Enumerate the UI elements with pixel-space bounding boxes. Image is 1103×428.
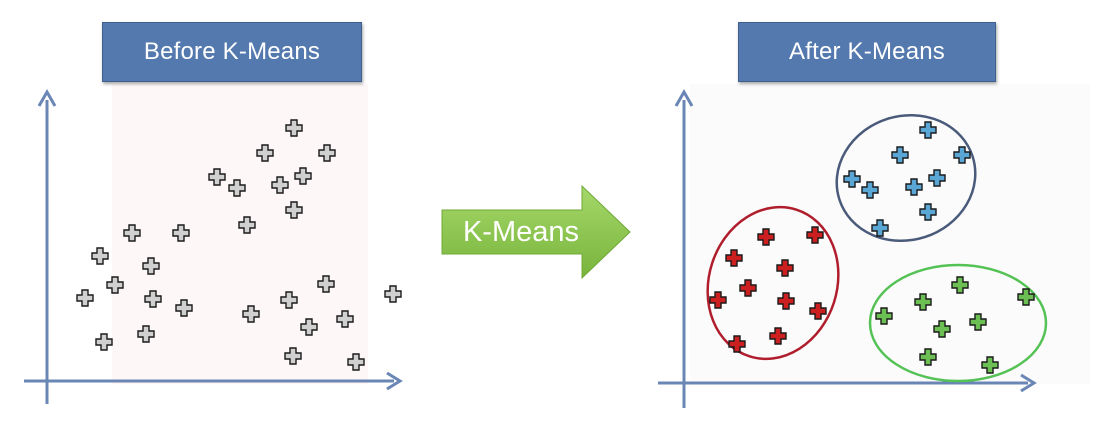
arrow-up-icon bbox=[37, 88, 57, 107]
plus-icon bbox=[144, 290, 162, 308]
arrow-up-icon bbox=[674, 88, 694, 107]
plus-icon bbox=[175, 299, 193, 317]
plus-icon bbox=[285, 119, 303, 137]
after-plot-background bbox=[690, 84, 1090, 384]
plus-icon bbox=[318, 144, 336, 162]
after-title: After K-Means bbox=[738, 22, 996, 82]
plus-icon bbox=[76, 289, 94, 307]
plus-icon bbox=[891, 146, 909, 164]
after-axes bbox=[658, 88, 1037, 408]
plus-icon bbox=[137, 325, 155, 343]
plus-icon bbox=[725, 249, 743, 267]
transform-arrow bbox=[441, 184, 631, 280]
plus-icon bbox=[228, 179, 246, 197]
plus-icon bbox=[933, 320, 951, 338]
plus-icon bbox=[871, 219, 889, 237]
plus-icon bbox=[285, 201, 303, 219]
before-points bbox=[76, 119, 402, 371]
plus-icon bbox=[757, 228, 775, 246]
plus-icon bbox=[728, 335, 746, 353]
before-title: Before K-Means bbox=[102, 22, 362, 82]
plus-icon bbox=[123, 224, 141, 242]
plus-icon bbox=[336, 310, 354, 328]
cluster-blue-ellipse bbox=[835, 113, 977, 243]
plus-icon bbox=[284, 347, 302, 365]
plus-icon bbox=[776, 259, 794, 277]
plus-icon bbox=[905, 178, 923, 196]
plus-icon bbox=[843, 170, 861, 188]
plus-icon bbox=[280, 291, 298, 309]
plus-icon bbox=[271, 176, 289, 194]
plus-icon bbox=[861, 181, 879, 199]
plus-icon bbox=[317, 275, 335, 293]
cluster-green-ellipse bbox=[868, 263, 1048, 383]
plus-icon bbox=[809, 302, 827, 320]
plus-icon bbox=[142, 257, 160, 275]
plus-icon bbox=[777, 292, 795, 310]
after-points bbox=[709, 121, 1035, 374]
plus-icon bbox=[739, 279, 757, 297]
plus-icon bbox=[875, 307, 893, 325]
plus-icon bbox=[914, 293, 932, 311]
plus-icon bbox=[919, 203, 937, 221]
plus-icon bbox=[208, 168, 226, 186]
before-plot-background bbox=[112, 84, 368, 384]
plus-icon bbox=[95, 333, 113, 351]
arrow-right-icon bbox=[386, 371, 403, 391]
plus-icon bbox=[242, 305, 260, 323]
plus-icon bbox=[928, 169, 946, 187]
plus-icon bbox=[238, 216, 256, 234]
plus-icon bbox=[172, 224, 190, 242]
plus-icon bbox=[951, 276, 969, 294]
plus-icon bbox=[981, 356, 999, 374]
plus-icon bbox=[769, 327, 787, 345]
plus-icon bbox=[91, 247, 109, 265]
plus-icon bbox=[1017, 288, 1035, 306]
plus-icon bbox=[106, 276, 124, 294]
plus-icon bbox=[919, 121, 937, 139]
plus-icon bbox=[256, 144, 274, 162]
plus-icon bbox=[806, 226, 824, 244]
plus-icon bbox=[709, 291, 727, 309]
plus-icon bbox=[919, 348, 937, 366]
plus-icon bbox=[969, 313, 987, 331]
arrow-label: K-Means bbox=[462, 215, 580, 248]
plus-icon bbox=[294, 167, 312, 185]
plus-icon bbox=[384, 285, 402, 303]
before-axes bbox=[24, 88, 403, 404]
plus-icon bbox=[300, 318, 318, 336]
plus-icon bbox=[347, 353, 365, 371]
plus-icon bbox=[953, 146, 971, 164]
cluster-red-ellipse bbox=[706, 205, 840, 361]
arrow-right-icon bbox=[1020, 373, 1037, 393]
